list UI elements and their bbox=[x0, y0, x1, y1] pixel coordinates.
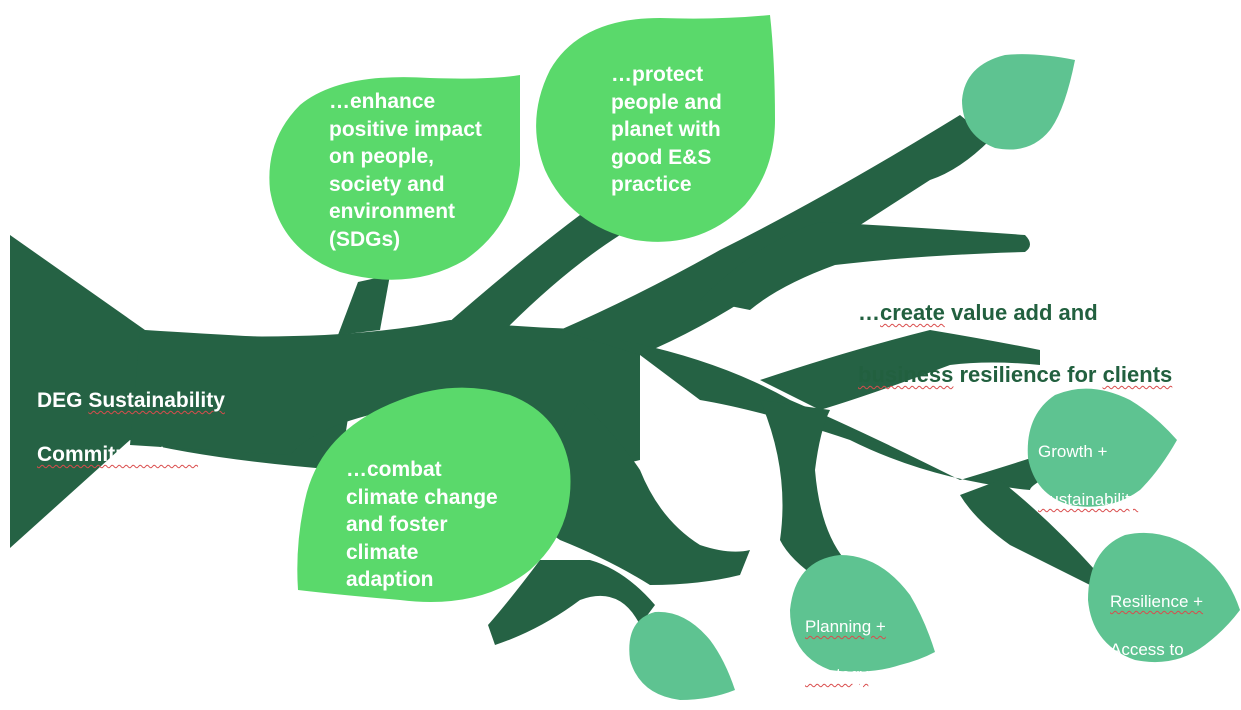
clients-business: business bbox=[858, 362, 954, 387]
leaf-enhance-text: …enhance positive impact on people, soci… bbox=[329, 90, 482, 251]
clients-create: create bbox=[880, 300, 945, 325]
clients-ellipsis: … bbox=[858, 300, 880, 325]
branch-lower bbox=[520, 400, 750, 585]
resilience-line1: Resilience + bbox=[1110, 592, 1204, 611]
leaf-growth bbox=[1027, 388, 1177, 507]
planning-line2: Strategy bbox=[805, 665, 869, 684]
growth-line2: Sustainability bbox=[1038, 490, 1139, 509]
branch-enhance bbox=[338, 275, 390, 335]
branch-protect bbox=[440, 215, 620, 330]
clients-label: …create value add and business resilienc… bbox=[858, 266, 1172, 390]
planning-label: Planning + Strategy bbox=[805, 591, 886, 687]
resilience-line2: Access to bbox=[1110, 640, 1184, 659]
leaf-resilience bbox=[1088, 532, 1240, 663]
root-label: DEG Sustainability Commitments… bbox=[37, 360, 225, 468]
branch-upper-side bbox=[700, 222, 1030, 310]
leaf-bottom bbox=[629, 611, 735, 700]
clients-resilience-for: resilience for bbox=[953, 362, 1103, 387]
leaf-combat bbox=[297, 387, 571, 602]
leaf-combat-text: …combat climate change and foster climat… bbox=[346, 458, 498, 591]
branch-upper-main bbox=[560, 115, 990, 355]
growth-line1: Growth + bbox=[1038, 442, 1108, 461]
leaf-top-right bbox=[962, 54, 1075, 150]
branch-planning bbox=[760, 400, 845, 580]
clients-clients: clients bbox=[1102, 362, 1173, 387]
resilience-line3: finance bbox=[1110, 688, 1165, 707]
resilience-label: Resilience + Access to finance bbox=[1110, 566, 1203, 710]
branch-middle bbox=[620, 340, 1060, 490]
root-label-commitments: Commitments… bbox=[37, 443, 199, 466]
root-label-sustainability: Sustainability bbox=[88, 389, 225, 412]
branch-resilience bbox=[960, 480, 1095, 585]
leaf-enhance bbox=[269, 75, 520, 280]
branch-bottom bbox=[488, 560, 655, 645]
root-label-deg: DEG bbox=[37, 389, 89, 412]
leaf-protect-text: …protect people and planet with good E&S… bbox=[611, 63, 722, 196]
leaf-planning bbox=[790, 555, 935, 672]
planning-line1: Planning + bbox=[805, 617, 886, 636]
branch-right-upper bbox=[760, 330, 1040, 410]
growth-label: Growth + Sustainability bbox=[1038, 416, 1138, 512]
clients-value-add: value add and bbox=[944, 300, 1098, 325]
leaf-protect bbox=[536, 15, 775, 242]
